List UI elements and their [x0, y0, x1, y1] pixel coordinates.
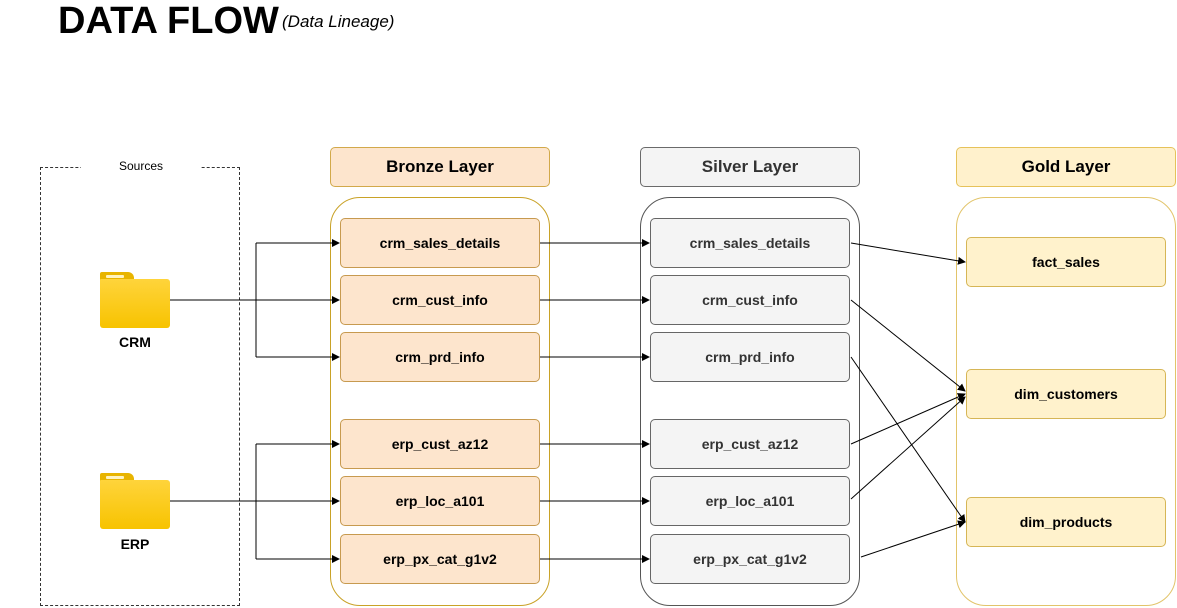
silver-node-erp-px-cat-g1v2[interactable]: erp_px_cat_g1v2 [650, 534, 850, 584]
sources-label: Sources [81, 158, 201, 174]
bronze-node-erp-loc-a101[interactable]: erp_loc_a101 [340, 476, 540, 526]
erp-folder-icon [100, 473, 170, 529]
bronze-node-erp-px-cat-g1v2[interactable]: erp_px_cat_g1v2 [340, 534, 540, 584]
silver-node-crm-prd-info[interactable]: crm_prd_info [650, 332, 850, 382]
edge-silver-prd-info-to-dim-products [850, 356, 966, 523]
gold-node-fact-sales[interactable]: fact_sales [966, 237, 1166, 287]
silver-layer-header[interactable]: Silver Layer [640, 147, 860, 187]
edge-silver-cust-az12-to-dim-customers [850, 393, 966, 445]
page-title: DATA FLOW [58, 0, 279, 42]
silver-layer-container [640, 197, 860, 606]
gold-node-dim-products[interactable]: dim_products [966, 497, 1166, 547]
bronze-node-erp-cust-az12[interactable]: erp_cust_az12 [340, 419, 540, 469]
bronze-node-crm-sales-details[interactable]: crm_sales_details [340, 218, 540, 268]
crm-source-label: CRM [119, 334, 151, 350]
bronze-layer-container [330, 197, 550, 606]
bronze-node-crm-prd-info[interactable]: crm_prd_info [340, 332, 540, 382]
silver-node-erp-cust-az12[interactable]: erp_cust_az12 [650, 419, 850, 469]
erp-source-label: ERP [120, 536, 150, 552]
silver-node-crm-sales-details[interactable]: crm_sales_details [650, 218, 850, 268]
silver-node-crm-cust-info[interactable]: crm_cust_info [650, 275, 850, 325]
edge-silver-loc-to-dim-customers [850, 396, 966, 500]
gold-layer-container [956, 197, 1176, 606]
edge-silver-px-cat-to-dim-products [860, 520, 966, 558]
gold-layer-header[interactable]: Gold Layer [956, 147, 1176, 187]
edge-silver-sales-to-fact-sales [850, 242, 966, 265]
crm-folder-icon [100, 272, 170, 328]
gold-node-dim-customers[interactable]: dim_customers [966, 369, 1166, 419]
page-subtitle: (Data Lineage) [282, 12, 395, 31]
silver-node-erp-loc-a101[interactable]: erp_loc_a101 [650, 476, 850, 526]
bronze-node-crm-cust-info[interactable]: crm_cust_info [340, 275, 540, 325]
bronze-layer-header[interactable]: Bronze Layer [330, 147, 550, 187]
edge-silver-cust-info-to-dim-customers [850, 299, 966, 392]
